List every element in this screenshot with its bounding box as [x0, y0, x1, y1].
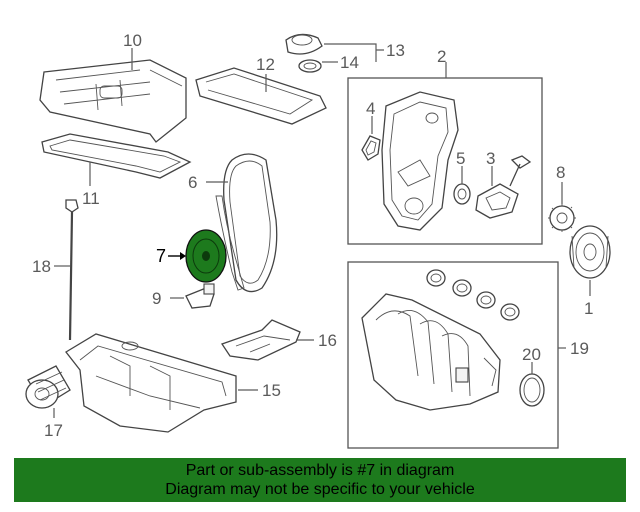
part-13-filler-cap[interactable] — [285, 33, 323, 55]
part-5-oil-seal[interactable] — [453, 183, 471, 205]
callout-1: 1 — [584, 299, 593, 318]
part-7-highlighted-sprocket[interactable] — [185, 229, 227, 283]
callout-10: 10 — [123, 31, 142, 50]
part-4-gasket[interactable] — [361, 135, 381, 161]
callout-5: 5 — [456, 149, 465, 168]
callout-12: 12 — [256, 55, 275, 74]
part-14-cap-seal[interactable] — [298, 59, 322, 73]
banner-line-2: Diagram may not be specific to your vehi… — [165, 481, 475, 498]
callout-15: 15 — [262, 381, 281, 400]
info-banner: Part or sub-assembly is #7 in diagram Di… — [14, 458, 626, 502]
part-20-gasket[interactable] — [519, 373, 545, 407]
callout-7: 7 — [156, 246, 166, 266]
part-3-housing[interactable] — [475, 155, 532, 219]
part-15-oil-pan[interactable] — [65, 333, 237, 433]
callout-9: 9 — [152, 289, 161, 308]
part-11-cover-gasket[interactable] — [41, 133, 192, 179]
part-9-sensor[interactable] — [185, 283, 215, 309]
callout-13: 13 — [386, 41, 405, 60]
callout-18: 18 — [32, 257, 51, 276]
part-6-timing-chain[interactable] — [215, 153, 278, 293]
part-17-oil-filter[interactable] — [25, 365, 71, 409]
intake-port-gaskets[interactable] — [426, 269, 520, 321]
callout-8: 8 — [556, 163, 565, 182]
part-16-baffle[interactable] — [220, 319, 301, 361]
callout-4: 4 — [366, 99, 375, 118]
part-2-chain-case[interactable] — [381, 91, 459, 231]
exploded-parts-diagram: 10 11 12 13 14 6 7 — [25, 31, 611, 449]
callout-14: 14 — [340, 53, 359, 72]
part-12-insulator[interactable] — [195, 67, 327, 125]
callout-20: 20 — [522, 345, 541, 364]
callout-3: 3 — [486, 149, 495, 168]
callout-17: 17 — [44, 421, 63, 440]
callout-11: 11 — [82, 189, 100, 208]
callout-16: 16 — [318, 331, 337, 350]
part-8-sprocket[interactable] — [548, 204, 576, 232]
part-18-dipstick[interactable] — [65, 199, 79, 341]
part-1-crank-pulley[interactable] — [569, 225, 611, 279]
callout-6: 6 — [188, 173, 197, 192]
banner-line-1: Part or sub-assembly is #7 in diagram — [185, 462, 455, 479]
callout-2: 2 — [437, 47, 446, 66]
part-10-head-cover[interactable] — [39, 59, 187, 143]
intake-manifold[interactable] — [361, 293, 501, 411]
callout-19: 19 — [570, 339, 589, 358]
